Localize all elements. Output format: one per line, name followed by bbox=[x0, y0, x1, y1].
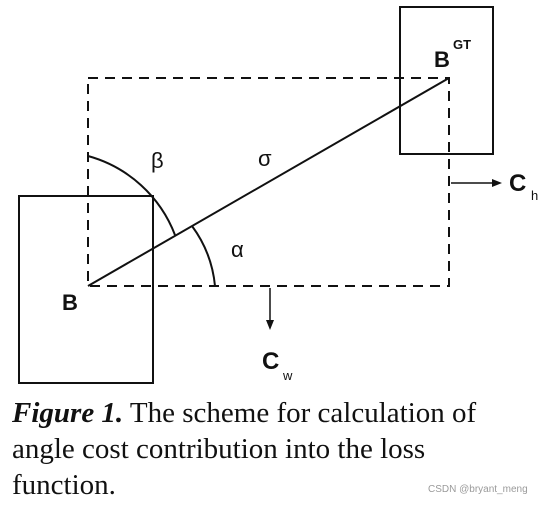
figure-number: Figure 1. bbox=[12, 397, 124, 429]
cw-arrow-head bbox=[266, 320, 274, 330]
alpha-arc bbox=[191, 225, 216, 287]
cw-subscript: w bbox=[282, 368, 293, 383]
sigma-label: σ bbox=[258, 146, 272, 171]
ch-subscript: h bbox=[531, 188, 538, 203]
ch-label: C bbox=[509, 170, 526, 197]
ch-arrow-head bbox=[492, 179, 502, 187]
watermark: CSDN @bryant_meng bbox=[428, 484, 528, 495]
cw-label: C bbox=[262, 348, 279, 375]
box-b-label: B bbox=[62, 290, 78, 315]
box-gt-superscript: GT bbox=[453, 37, 471, 52]
beta-arc bbox=[87, 155, 176, 236]
figure-caption: Figure 1. The scheme for calculation of … bbox=[12, 395, 532, 503]
caption-line-1: Figure 1. The scheme for calculation of bbox=[12, 395, 532, 431]
beta-label: β bbox=[151, 148, 164, 173]
box-gt-label: B bbox=[434, 47, 450, 72]
angle-cost-diagram: B B GT σ α β C w C h bbox=[18, 6, 538, 384]
sigma-line bbox=[87, 77, 450, 287]
alpha-label: α bbox=[231, 237, 244, 262]
caption-text-1: The scheme for calculation of bbox=[129, 397, 477, 429]
dashed-rectangle bbox=[87, 77, 450, 287]
box-b-rect bbox=[18, 195, 154, 384]
caption-line-3: function. bbox=[12, 469, 116, 501]
box-gt-rect bbox=[399, 6, 494, 155]
caption-line-2: angle cost contribution into the loss bbox=[12, 433, 426, 465]
